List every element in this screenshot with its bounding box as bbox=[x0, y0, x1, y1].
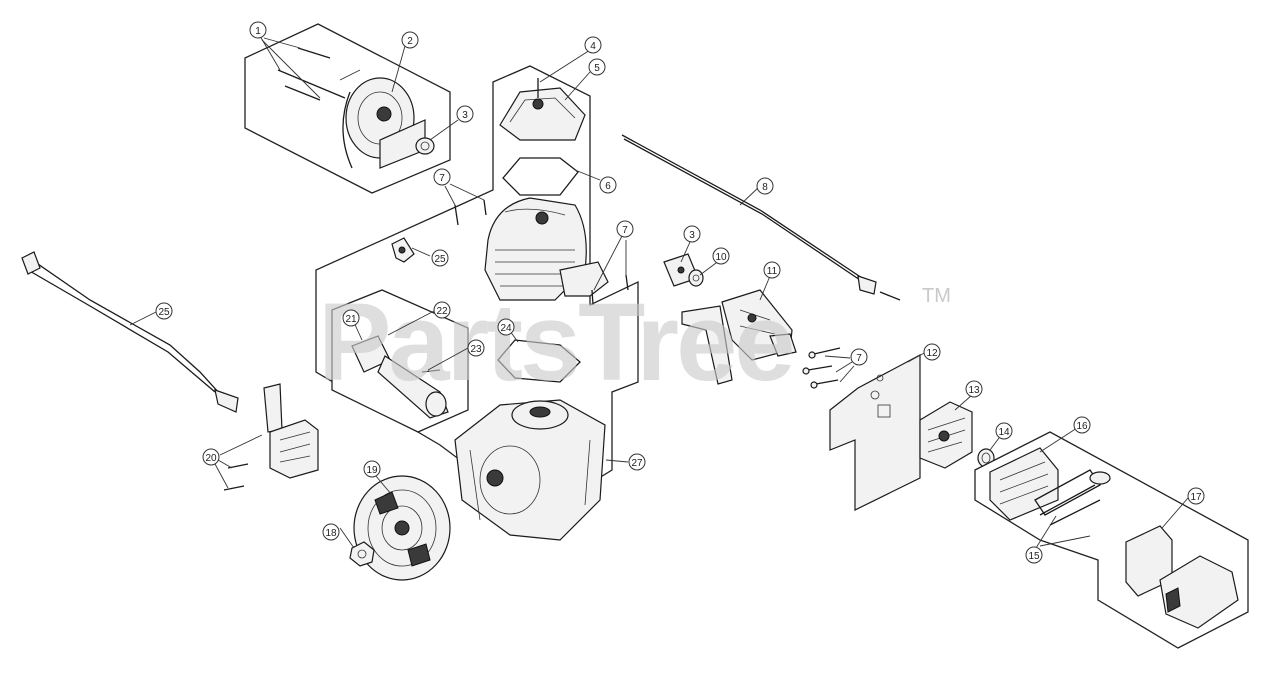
watermark: PartsTree TM bbox=[318, 281, 951, 404]
flywheel-nut bbox=[349, 541, 375, 567]
air-cleaner-group bbox=[974, 431, 1249, 649]
throttle-bracket bbox=[681, 289, 797, 385]
cylinder-cover bbox=[499, 78, 586, 141]
air-cleaner-base bbox=[989, 447, 1059, 521]
callout-1: 1 bbox=[249, 21, 267, 39]
svg-text:7: 7 bbox=[439, 173, 445, 184]
engine-assembly-group bbox=[315, 65, 639, 541]
svg-text:25: 25 bbox=[158, 307, 170, 318]
watermark-text: PartsTree bbox=[318, 281, 792, 404]
svg-text:6: 6 bbox=[605, 181, 611, 192]
callout-15: 15 bbox=[1025, 546, 1043, 564]
watermark-trademark: TM bbox=[922, 285, 951, 307]
svg-text:5: 5 bbox=[594, 63, 600, 74]
svg-text:12: 12 bbox=[926, 348, 938, 359]
svg-text:3: 3 bbox=[462, 110, 468, 121]
starter-bolts bbox=[277, 47, 346, 101]
svg-text:7: 7 bbox=[622, 225, 628, 236]
svg-text:3: 3 bbox=[689, 230, 695, 241]
svg-text:4: 4 bbox=[590, 41, 596, 52]
callout-10: 10 bbox=[712, 247, 730, 265]
carburetor bbox=[919, 401, 973, 469]
callout-27: 27 bbox=[628, 453, 646, 471]
svg-text:2: 2 bbox=[407, 36, 413, 47]
callout-11: 11 bbox=[763, 261, 781, 279]
callout-14: 14 bbox=[995, 422, 1013, 440]
callout-12: 12 bbox=[923, 343, 941, 361]
spark-plug-connector bbox=[391, 237, 415, 263]
svg-text:20: 20 bbox=[205, 453, 217, 464]
callout-25-upper: 25 bbox=[431, 249, 449, 267]
throttle-rod bbox=[621, 134, 901, 301]
svg-text:7: 7 bbox=[856, 353, 862, 364]
svg-text:22: 22 bbox=[436, 306, 448, 317]
callout-4: 4 bbox=[584, 36, 602, 54]
svg-text:13: 13 bbox=[968, 385, 980, 396]
bracket-screws bbox=[802, 347, 841, 389]
spacer-washer bbox=[688, 269, 704, 287]
callout-24: 24 bbox=[497, 318, 515, 336]
cylinder-head bbox=[484, 197, 609, 301]
air-filter-cover bbox=[1159, 555, 1239, 629]
callout-6: 6 bbox=[599, 176, 617, 194]
svg-text:24: 24 bbox=[500, 323, 512, 334]
callout-7-center: 7 bbox=[616, 220, 634, 238]
callout-21: 21 bbox=[342, 309, 360, 327]
callout-18: 18 bbox=[322, 523, 340, 541]
leader-lines bbox=[129, 35, 1189, 549]
svg-text:14: 14 bbox=[998, 427, 1010, 438]
callout-5: 5 bbox=[588, 58, 606, 76]
svg-text:17: 17 bbox=[1190, 492, 1202, 503]
callout-19: 19 bbox=[363, 460, 381, 478]
callout-13: 13 bbox=[965, 380, 983, 398]
svg-text:8: 8 bbox=[762, 182, 768, 193]
spark-plug-cap bbox=[425, 391, 447, 417]
callout-17: 17 bbox=[1187, 487, 1205, 505]
cover-gasket bbox=[502, 157, 579, 196]
svg-text:21: 21 bbox=[345, 314, 357, 325]
crankcase bbox=[454, 399, 606, 541]
callout-16: 16 bbox=[1073, 416, 1091, 434]
callout-20: 20 bbox=[202, 448, 220, 466]
callout-23: 23 bbox=[467, 339, 485, 357]
svg-text:10: 10 bbox=[715, 252, 727, 263]
svg-text:18: 18 bbox=[325, 528, 337, 539]
svg-text:25: 25 bbox=[434, 254, 446, 265]
callout-7-right: 7 bbox=[850, 348, 868, 366]
svg-text:11: 11 bbox=[767, 266, 778, 277]
ignition-coil bbox=[223, 383, 319, 491]
flywheel bbox=[353, 475, 451, 581]
starter-seal bbox=[415, 137, 435, 155]
callout-7-upper: 7 bbox=[433, 168, 451, 186]
crankcase-gasket bbox=[497, 339, 581, 383]
callout-25-cable: 25 bbox=[155, 302, 173, 320]
svg-text:23: 23 bbox=[470, 344, 482, 355]
callout-3-insulator: 3 bbox=[683, 225, 701, 243]
spark-plug-subgroup bbox=[331, 289, 469, 433]
callout-8: 8 bbox=[756, 177, 774, 195]
starter-assembly-group bbox=[244, 23, 451, 194]
throttle-cable bbox=[21, 251, 239, 413]
svg-text:1: 1 bbox=[255, 26, 261, 37]
callout-3: 3 bbox=[456, 105, 474, 123]
callout-2: 2 bbox=[401, 31, 419, 49]
svg-text:15: 15 bbox=[1028, 551, 1040, 562]
svg-text:16: 16 bbox=[1076, 421, 1088, 432]
svg-text:19: 19 bbox=[366, 465, 378, 476]
svg-text:27: 27 bbox=[631, 458, 643, 469]
small-screws bbox=[454, 199, 629, 306]
callout-22: 22 bbox=[433, 301, 451, 319]
heat-shield bbox=[829, 354, 921, 511]
